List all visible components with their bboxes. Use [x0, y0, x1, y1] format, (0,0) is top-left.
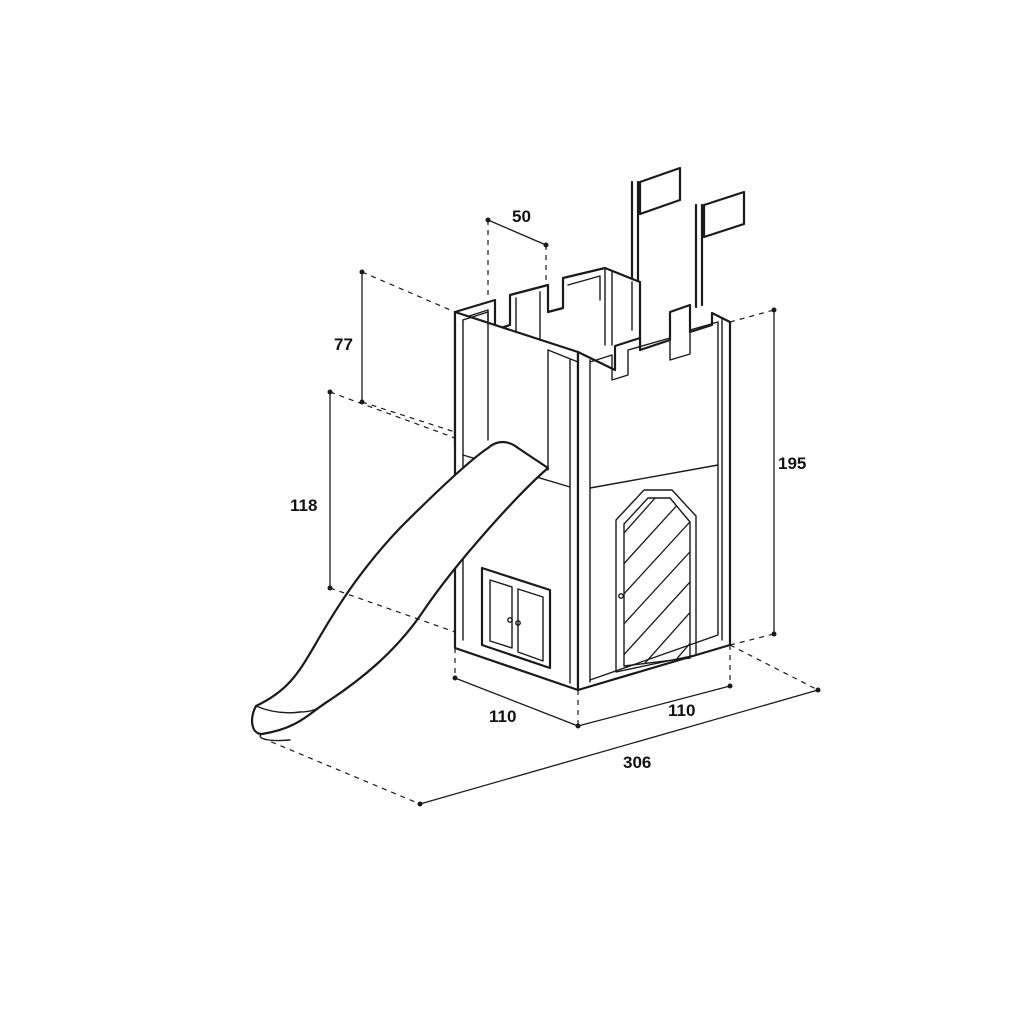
dimension-label-77: 77 — [334, 335, 353, 354]
tower-right-face — [547, 303, 732, 692]
dimension-label-110-left: 110 — [489, 707, 517, 726]
flag-right — [694, 190, 746, 309]
dimension-label-110-right: 110 — [668, 701, 696, 720]
dimension-label-195: 195 — [778, 454, 807, 473]
dimension-label-118: 118 — [290, 496, 318, 515]
dimension-label-306: 306 — [623, 753, 652, 772]
arrowheads — [327, 217, 821, 807]
dimension-lines — [261, 219, 819, 805]
dimension-label-50: 50 — [512, 207, 531, 226]
tower-left-face — [453, 310, 580, 692]
